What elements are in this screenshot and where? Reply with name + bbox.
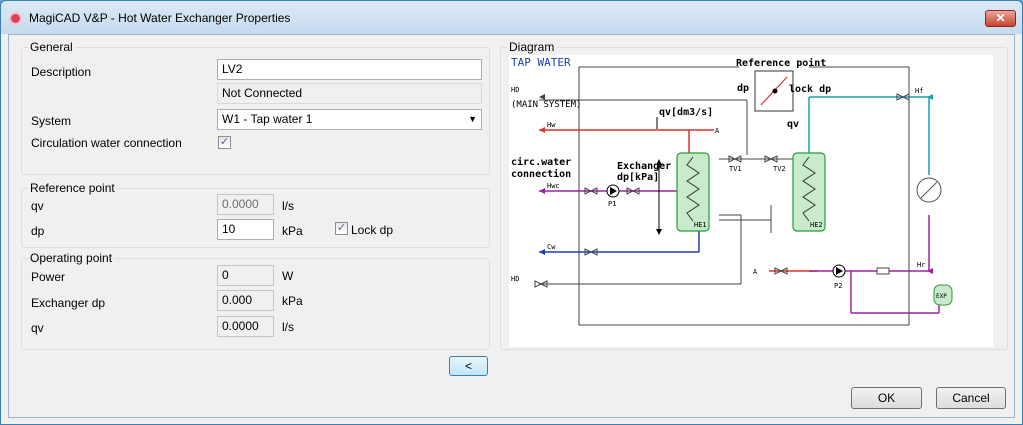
general-group: General Description LV2 Not Connected Sy…: [21, 40, 490, 175]
op-qv-unit: l/s: [282, 320, 294, 334]
connection-label: connection: [511, 168, 571, 180]
he2-label: HE2: [810, 221, 823, 229]
circ-water-label: circ.water: [511, 156, 571, 168]
dimension-arrows: [656, 117, 660, 231]
tap-water-label: TAP WATER: [511, 56, 571, 69]
arrow-icon: [539, 188, 545, 194]
description-label: Description: [31, 65, 92, 79]
hwc-label: Hwc: [547, 182, 560, 190]
ref-dp-label: dp: [31, 224, 45, 238]
power-label: Power: [31, 270, 66, 284]
checkmark-icon: ✓: [336, 222, 347, 234]
he1-label: HE1: [694, 221, 707, 229]
pump-triangle-icon: [610, 187, 617, 195]
diagram-group: Diagram: [500, 40, 1008, 350]
description-input[interactable]: LV2: [217, 59, 482, 80]
op-qv-field: 0.0000: [217, 316, 274, 337]
circulation-checkbox[interactable]: ✓: [218, 136, 231, 149]
ref-dp-input[interactable]: 10: [217, 219, 274, 240]
operating-point-group-label: Operating point: [28, 251, 115, 265]
lock-dp-checkbox[interactable]: ✓: [335, 222, 348, 235]
diagram-labels: TAP WATER Reference point dp lock dp qv …: [511, 56, 947, 300]
ref-qv-unit: l/s: [282, 199, 294, 213]
collapse-button[interactable]: <: [449, 356, 488, 376]
checkmark-icon: ✓: [219, 136, 230, 148]
diagram-group-label: Diagram: [507, 40, 557, 54]
ref-dp-unit: kPa: [282, 224, 303, 238]
chevron-down-icon: ▼: [468, 114, 477, 124]
ref-qv-field: 0.0000: [217, 194, 274, 215]
arrow-icon: [539, 127, 545, 133]
power-field: 0: [217, 265, 274, 286]
qv-dm3s-label: qv[dm3/s]: [659, 107, 713, 118]
dp-kpa-label: dp[kPa]: [617, 172, 659, 183]
app-icon: [9, 12, 22, 25]
lock-dp-label: Lock dp: [351, 223, 394, 237]
reference-point-label: Reference point: [736, 57, 826, 69]
title-bar: MagiCAD V&P - Hot Water Exchanger Proper…: [1, 1, 1022, 34]
system-select-value: W1 - Tap water 1: [222, 112, 313, 126]
a-left-label: A: [753, 268, 758, 276]
valve-icons: [534, 93, 910, 288]
power-unit: W: [282, 269, 294, 283]
heat-exchanger-2: [792, 152, 826, 232]
ref-qv-label: qv: [31, 199, 44, 213]
arrow-icon: [539, 94, 545, 100]
main-system-label: (MAIN SYSTEM): [511, 100, 581, 110]
hd-bottom-label: HD: [511, 275, 519, 283]
lock-dp-label: lock dp: [789, 84, 831, 95]
pump-triangle-icon: [836, 267, 843, 275]
coil-icon: [686, 156, 700, 222]
tv2-label: TV2: [773, 165, 786, 173]
hd-top-label: HD: [511, 86, 519, 94]
close-button[interactable]: ✕: [985, 10, 1016, 27]
frame-lines: [539, 66, 910, 326]
connection-status-field: Not Connected: [217, 83, 482, 104]
hr-label: Hr: [917, 261, 925, 269]
circulation-label: Circulation water connection: [31, 136, 182, 150]
arrow-icon: [927, 94, 933, 100]
tv1-label: TV1: [729, 165, 742, 173]
reference-dot: [772, 88, 778, 94]
primary-line: [808, 96, 930, 175]
arrow-icon: [539, 249, 545, 255]
arrow-down-icon: [656, 229, 662, 235]
hf-label: Hf: [915, 87, 923, 95]
exchanger-dp-unit: kPa: [282, 294, 303, 308]
operating-point-group: Operating point Power 0 W Exchanger dp 0…: [21, 251, 490, 350]
reference-point-group-label: Reference point: [28, 181, 117, 195]
p1-label: P1: [608, 200, 616, 208]
arrow-up-icon: [656, 159, 662, 165]
exp-label: EXP: [936, 293, 947, 300]
hw-label: Hw: [547, 121, 556, 129]
dialog-body: General Description LV2 Not Connected Sy…: [8, 34, 1015, 418]
a-hw-label: A: [715, 127, 720, 135]
expansion-vessel-icon: [933, 284, 953, 306]
ok-button[interactable]: OK: [851, 387, 922, 409]
qv-label: qv: [787, 119, 799, 130]
exchanger-label: Exchanger: [617, 161, 671, 172]
window-title: MagiCAD V&P - Hot Water Exchanger Proper…: [29, 11, 291, 25]
system-select[interactable]: W1 - Tap water 1 ▼: [217, 109, 482, 130]
dp-left-label: dp: [737, 83, 749, 94]
cw-label: Cw: [547, 243, 556, 251]
exchanger-dp-label: Exchanger dp: [31, 296, 106, 310]
arrow-icon: [927, 268, 933, 274]
hot-water-diagram: TAP WATER Reference point dp lock dp qv …: [509, 55, 993, 347]
reference-point-group: Reference point qv 0.0000 l/s dp 10 kPa …: [21, 181, 490, 248]
gauge-needle-icon: [920, 181, 938, 199]
filter-icon: [876, 267, 890, 275]
general-group-label: General: [28, 40, 75, 54]
diagram-canvas: TAP WATER Reference point dp lock dp qv …: [511, 56, 953, 326]
system-label: System: [31, 114, 72, 128]
coil-icon: [802, 156, 816, 222]
p2-label: P2: [834, 282, 842, 290]
op-qv-label: qv: [31, 321, 44, 335]
cancel-button[interactable]: Cancel: [936, 387, 1006, 409]
heat-exchanger-1: [676, 152, 710, 232]
exchanger-dp-field: 0.000: [217, 290, 274, 311]
cold-water-line: [539, 231, 700, 253]
